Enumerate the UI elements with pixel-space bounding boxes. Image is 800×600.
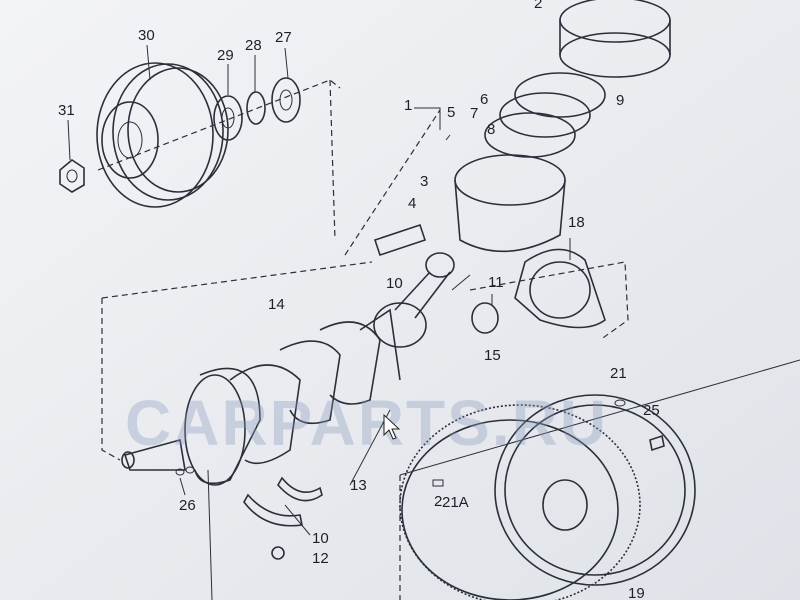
label-7: 7 xyxy=(470,105,478,122)
nut-31 xyxy=(59,159,85,193)
label-4: 4 xyxy=(408,195,416,212)
label-26: 26 xyxy=(179,497,196,514)
label-9: 9 xyxy=(616,92,624,109)
mouse-cursor-icon xyxy=(383,413,401,440)
leader-lines xyxy=(67,44,571,536)
crankshaft xyxy=(121,308,401,486)
label-3: 3 xyxy=(420,173,428,190)
label-8: 8 xyxy=(487,121,495,138)
label-28: 28 xyxy=(245,37,262,54)
label-10-conrod: 10 xyxy=(386,275,403,292)
label-11: 11 xyxy=(488,274,504,291)
watermark: CARPARTS.RU xyxy=(125,387,608,459)
label-5: 5 xyxy=(447,104,455,121)
label-29: 29 xyxy=(217,47,234,64)
crankshaft-pulley xyxy=(96,62,229,208)
rear-seal-housing xyxy=(514,248,606,329)
label-2: 2 xyxy=(534,0,542,12)
label-25: 25 xyxy=(643,402,660,419)
gears-27-29 xyxy=(213,77,301,141)
label-12: 12 xyxy=(312,550,329,567)
connecting-rod xyxy=(373,252,499,348)
label-31: 31 xyxy=(58,102,75,119)
part-labels: 30 29 28 27 31 1 5 6 7 8 9 2 3 4 18 10 1… xyxy=(58,0,660,600)
label-18: 18 xyxy=(568,214,585,231)
label-21: 21 xyxy=(610,365,627,382)
label-19: 19 xyxy=(628,585,645,600)
label-6: 6 xyxy=(480,91,488,108)
label-21a-prefix: 2 xyxy=(434,493,442,510)
label-30: 30 xyxy=(138,27,155,44)
piston-assembly xyxy=(373,0,671,257)
label-15: 15 xyxy=(484,347,501,364)
label-27: 27 xyxy=(275,29,292,46)
label-14: 14 xyxy=(268,296,285,313)
label-21a: 21A xyxy=(442,494,469,511)
label-10-bearing: 10 xyxy=(312,530,329,547)
label-1: 1 xyxy=(404,97,412,114)
label-13: 13 xyxy=(350,477,367,494)
